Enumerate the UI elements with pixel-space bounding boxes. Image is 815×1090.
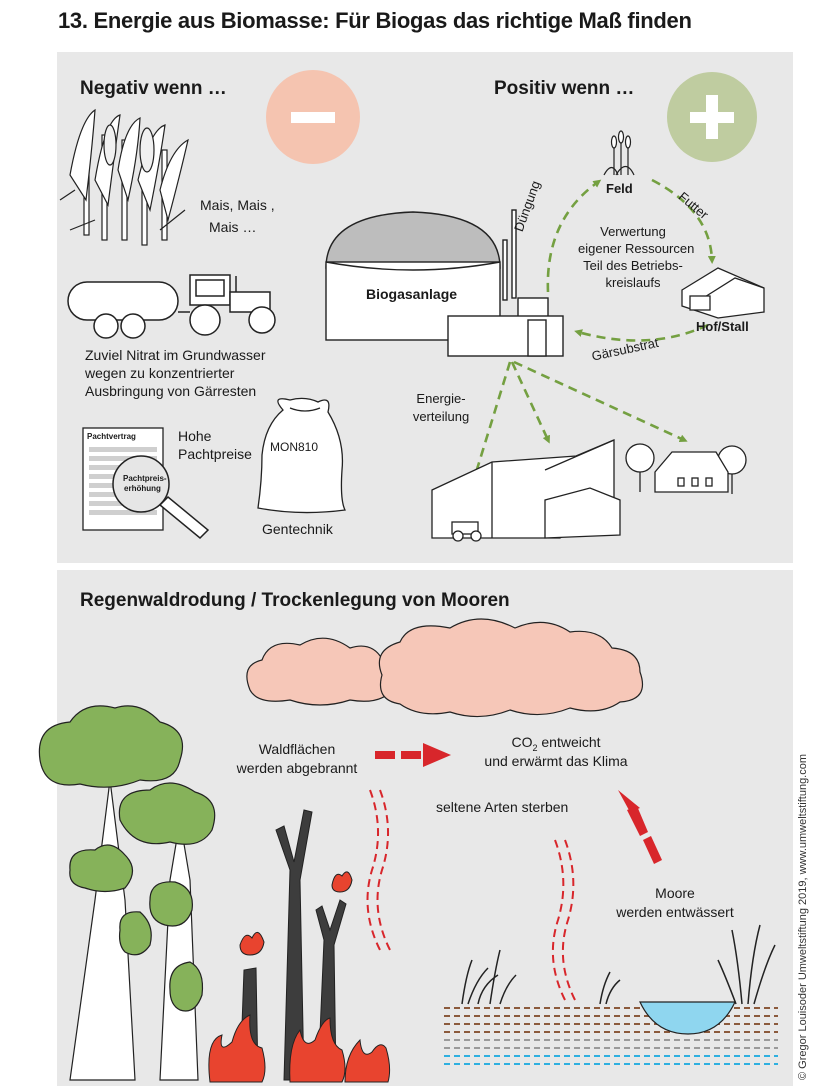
cycle-text-3: Teil des Betriebs- [583,258,683,273]
magnifier-text-2: erhöhung [124,484,161,493]
moor-ground-icon [444,1001,778,1065]
moor-text-2: werden entwässert [616,904,734,920]
cycle-text-1: Verwertung [600,224,666,239]
negative-heading: Negativ wenn … [80,78,227,99]
plus-icon [667,72,757,162]
fire-icon [208,871,391,1083]
biogas-plant-icon [325,209,564,357]
species-text: seltene Arten sterben [436,799,569,815]
document-title: Pachtvertrag [87,432,136,441]
cloud-icon [246,618,644,718]
moor-text-1: Moore [655,885,695,901]
rainforest-tree-icon [38,705,216,1081]
credit-line: © Gregor Louisoder Umweltstiftung 2019, … [797,753,809,1080]
corn-text-1: Mais, Mais , [200,197,275,213]
gene-text: Gentechnik [262,521,333,537]
burn-text-2: werden abgebrannt [236,760,358,776]
positive-heading: Positiv wenn … [494,78,635,99]
cycle-text-2: eigener Ressourcen [578,241,695,256]
nitrate-text-1: Zuviel Nitrat im Grundwasser [85,347,266,363]
sack-label: MON810 [270,440,319,454]
corn-field-icon [59,108,189,246]
wheat-field-icon [603,130,635,176]
village-house-icon [625,443,747,494]
red-arrow-right [375,743,451,767]
nitrate-text-3: Ausbringung von Gärresten [85,383,257,399]
farm-label: Hof/Stall [696,319,749,334]
cycle-text-4: kreislaufs [605,275,661,290]
red-arrow-up [618,790,662,864]
smoke-icon [366,789,576,1001]
lease-text-2: Pachtpreise [178,446,252,462]
energy-text-2: verteilung [412,409,470,424]
field-label: Feld [606,181,633,196]
energy-text-1: Energie- [416,391,466,406]
seed-sack-icon [257,397,346,514]
grass-icon [461,924,776,1005]
nitrate-text-2: wegen zu konzentrierter [85,365,235,381]
minus-icon [266,70,360,164]
barn-icon [431,439,621,542]
magnifier-text-1: Pachtpreis- [123,474,167,483]
rainforest-heading: Regenwaldrodung / Trockenlegung von Moor… [80,590,510,611]
biogas-plant-label: Biogasanlage [366,286,458,302]
page-title: 13. Energie aus Biomasse: Für Biogas das… [58,8,692,33]
tractor-tank-icon [67,274,276,339]
co2-text-2: und erwärmt das Klima [484,753,628,769]
co2-text-1: CO2 entweicht [511,734,601,753]
farm-building-icon [681,267,765,319]
magnifier-icon [112,455,210,540]
lease-text-1: Hohe [178,428,212,444]
corn-text-2: Mais … [209,219,257,235]
burn-text-1: Waldflächen [258,741,336,757]
